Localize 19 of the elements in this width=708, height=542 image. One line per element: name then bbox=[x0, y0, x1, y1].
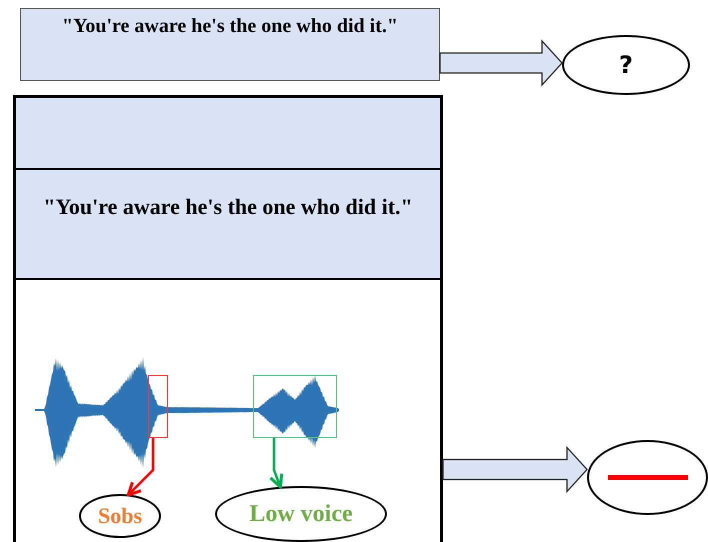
result-ellipse bbox=[587, 440, 708, 515]
panel-frame bbox=[13, 95, 443, 542]
arrow bbox=[126, 438, 154, 496]
result-ellipse bbox=[562, 35, 690, 95]
label-ellipse bbox=[215, 486, 387, 542]
quote-text: "You're aware he's the one who did it." bbox=[61, 15, 399, 38]
block-arrow bbox=[442, 446, 588, 494]
quote-box bbox=[20, 8, 440, 81]
label-ellipse bbox=[79, 494, 161, 538]
header-band bbox=[16, 98, 440, 170]
ellipse-label: Low voice bbox=[249, 500, 353, 528]
quote-text: "You're aware he's the one who did it." bbox=[42, 194, 414, 220]
highlight-frame bbox=[148, 375, 168, 438]
highlight-frame bbox=[253, 375, 337, 438]
ellipse-label: Sobs bbox=[98, 503, 142, 529]
arrow bbox=[269, 438, 284, 488]
question-mark: ? bbox=[619, 51, 633, 79]
block-arrow bbox=[439, 39, 563, 87]
quote-band bbox=[16, 170, 440, 280]
